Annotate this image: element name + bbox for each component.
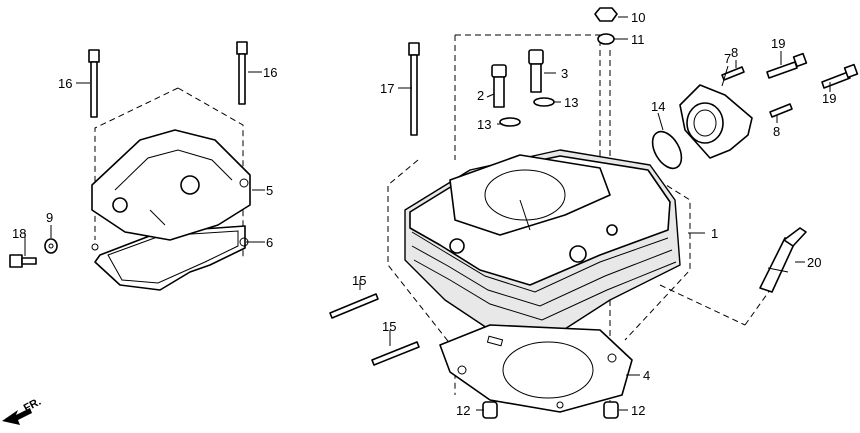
callout-2: 2 [477, 88, 484, 103]
callout-11: 11 [631, 32, 645, 47]
callout-7: 7 [724, 51, 731, 66]
callout-12b: 12 [631, 403, 645, 418]
callout-13b: 13 [564, 95, 578, 110]
callout-9: 9 [46, 210, 53, 225]
callout-3: 3 [561, 66, 568, 81]
callout-1: 1 [711, 226, 718, 241]
callout-16b: 16 [263, 65, 277, 80]
intake-assembly [651, 52, 859, 170]
callout-8a: 8 [731, 45, 738, 60]
head-bolt-long [408, 42, 420, 136]
spark-plug [759, 227, 807, 293]
callout-12a: 12 [456, 403, 470, 418]
callout-5: 5 [266, 183, 273, 198]
cover-bolts [88, 41, 248, 118]
front-direction-arrow-icon: FR. [2, 396, 43, 425]
callout-4: 4 [643, 368, 650, 383]
callout-6: 6 [266, 235, 273, 250]
leader-lines [24, 16, 831, 411]
callout-15b: 15 [382, 319, 396, 334]
side-bolt-and-washer [9, 238, 58, 268]
callout-17: 17 [380, 81, 394, 96]
callout-18: 18 [12, 226, 26, 241]
direction-label: FR. [22, 396, 43, 415]
studs [329, 293, 420, 366]
head-gasket [439, 324, 633, 419]
callout-15a: 15 [352, 273, 366, 288]
callout-14: 14 [651, 99, 665, 114]
callout-13a: 13 [477, 117, 491, 132]
callout-16a: 16 [58, 76, 72, 91]
callout-19a: 19 [771, 36, 785, 51]
callout-labels: 1 2 3 4 5 6 7 8 8 9 10 11 12 12 13 13 14… [12, 10, 836, 418]
callout-20: 20 [807, 255, 821, 270]
callout-19b: 19 [822, 91, 836, 106]
valve-fittings [491, 49, 555, 127]
head-cover-assembly [91, 129, 251, 291]
callout-8b: 8 [773, 124, 780, 139]
top-nut-washer [594, 7, 618, 45]
callout-10: 10 [631, 10, 645, 25]
cylinder-head [404, 149, 681, 346]
